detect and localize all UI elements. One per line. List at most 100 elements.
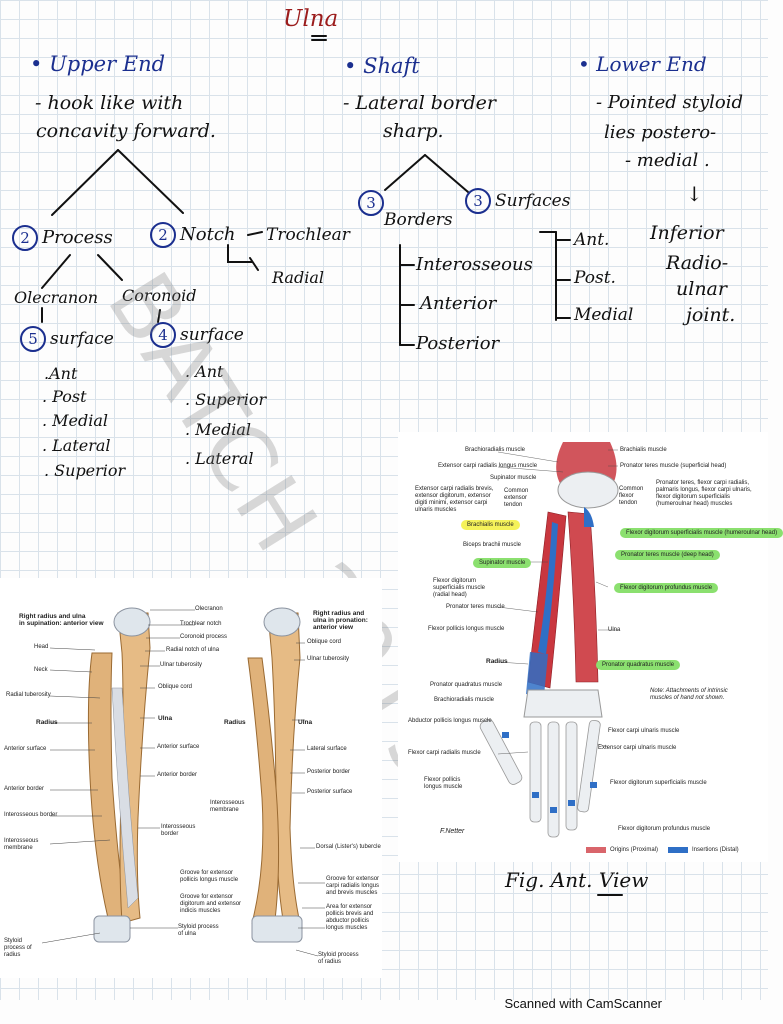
joint-line: Radio- [666,252,729,274]
page-title: Ulna [283,6,339,32]
surface-item: Medial [574,305,634,325]
joint-line: joint. [686,304,736,326]
label: Styloid process of radius [4,938,32,958]
olecranon-surface-item: .Ant [44,364,78,383]
process-count: 2 [12,225,38,251]
label: Radial notch of ulna [166,647,220,653]
label: Anterior surface [157,744,200,750]
label: Anterior border [4,786,45,792]
label: Interosseous membrane [210,800,245,813]
lower-end-heading: • Lower End [578,52,707,76]
muscle-attachments-figure: Brachioradialis muscle Extensor carpi ra… [398,432,783,862]
coronoid-surface-item: . Medial [185,420,252,439]
caption-line: Right radius and ulna [19,613,86,620]
netter-signature: F.Netter [440,828,465,835]
olecranon-surface-item: . Post [42,387,87,406]
border-item: Interosseous [416,254,533,275]
upper-end-heading: • Upper End [30,52,166,76]
label: Lateral surface [307,746,347,752]
label: Biceps brachii muscle [463,542,522,548]
label: Brachioradialis muscle [465,447,526,453]
surface-item: Ant. [574,230,610,250]
upper-end-heading-text: Upper End [49,52,166,76]
label: Pronator quadratus muscle [430,682,503,688]
coronoid-surface-item: . Lateral [185,449,254,468]
legend-insertions: Insertions (Distal) [692,847,739,853]
label: Interosseous border [161,824,196,837]
label: Radius [36,719,58,726]
highlight-green: Pronator teres muscle (deep head) [615,550,720,560]
olecranon-surface-label: surface [50,329,114,349]
highlight-green: Flexor digitorum profundus muscle [614,583,719,593]
label: Radial tuberosity [6,692,51,698]
label: Ulnar tuberosity [160,662,203,668]
trochlear-notch-label: Trochlear [266,225,350,245]
bone-illustration [41,607,325,957]
surfaces-label: Surfaces [495,191,571,211]
label: Extensor carpi ulnaris muscle [598,745,677,751]
lower-end-desc-line1: - Pointed styloid [596,92,744,113]
label: Ulna [608,627,621,633]
borders-count: 3 [358,190,384,216]
label: Flexor digitorum superficialis muscle (r… [433,578,486,598]
label: Area for extensor pollicis brevis and ab… [326,904,374,931]
coronoid-surface-item: . Ant [185,362,224,381]
label: Groove for extensor digitorum and extens… [180,894,242,914]
label: Groove for extensor pollicis longus musc… [180,870,239,883]
label: Styloid process of ulna [178,924,219,937]
label: Ulnar tuberosity [307,656,350,662]
label: Neck [34,667,48,673]
label: Dorsal (Lister's) tubercle [316,844,381,850]
figure-caption: Fig. Ant. View [505,868,649,892]
olecranon-surface-item: . Superior [44,461,126,480]
caption-line: ulna in pronation: [313,617,368,624]
notch-label: Notch [180,224,236,245]
olecranon-surface-item: . Medial [42,411,109,430]
label: Pronator teres muscle [446,604,505,610]
lower-end-heading-text: Lower End [596,52,707,76]
figure-note: Note: Attachments of intrinsic muscles o… [650,688,728,701]
surfaces-count: 3 [465,188,491,214]
process-label: Process [42,227,113,248]
olecranon-surface-item: . Lateral [42,436,111,455]
upper-end-desc-line1: - hook like with [35,92,184,114]
label: Interosseous border [4,812,58,818]
scanner-footer: Scanned with CamScanner [504,996,662,1011]
shaft-desc-line1: - Lateral border [343,92,496,114]
label: Posterior surface [307,789,353,795]
label: Radius [224,719,246,726]
caption-line: anterior view [313,624,354,631]
label: Flexor carpi radialis muscle [408,750,481,756]
shaft-heading-text: Shaft [363,54,420,78]
label: Common flexor tendon [619,486,644,506]
label: Pronator teres muscle (superficial head) [620,463,727,469]
label: Supinator muscle [490,475,537,481]
label: Posterior border [307,769,351,775]
label: Brachialis muscle [620,447,667,453]
label: Extensor carpi radialis longus muscle [438,463,538,469]
label: Extensor carpi radialis brevis, extensor… [415,486,494,513]
joint-line: ulnar [676,278,727,300]
coronoid-label: Coronoid [122,286,197,305]
mindmap-lines [41,35,623,896]
highlight-yellow: Brachialis muscle [461,520,520,530]
label: Common extensor tendon [504,488,529,508]
label: Oblique cord [158,684,193,690]
lower-end-desc-line3: - medial . [625,150,710,171]
label: Ulna [298,719,313,726]
coronoid-surface-label: surface [180,325,244,345]
label: Anterior border [157,772,198,778]
label: Styloid process of radius [318,952,359,965]
surface-item: Post. [574,268,616,288]
label: Olecranon [195,606,223,612]
label: Pronator teres, flexor carpi radialis, p… [656,480,752,507]
borders-label: Borders [384,210,453,230]
upper-end-desc-line2: concavity forward. [36,120,216,142]
shaft-desc-line2: sharp. [383,120,444,142]
